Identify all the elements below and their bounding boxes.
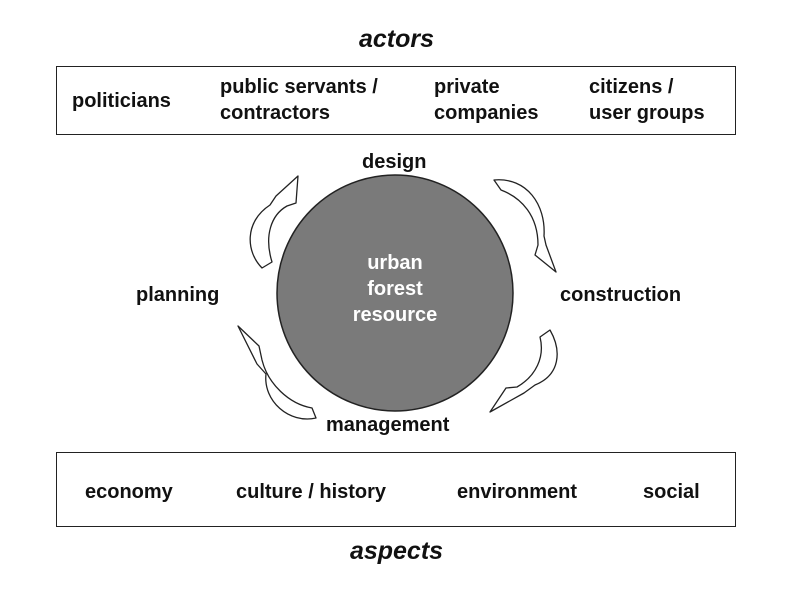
aspects-heading: aspects [349, 537, 444, 565]
stage-planning: planning [136, 284, 220, 306]
center-label-line1: urban [367, 252, 423, 274]
actor-public-servants: public servants / contractors [220, 74, 378, 126]
aspects-box [56, 452, 736, 527]
actor-politicians: politicians [72, 88, 171, 114]
aspect-culture-history: culture / history [236, 481, 387, 503]
actors-box [56, 66, 736, 135]
center-label-line3: resource [352, 304, 438, 326]
actor-label-line2: contractors [220, 102, 331, 124]
actor-label-line1: private [434, 76, 500, 98]
actor-label-line2: user groups [589, 102, 705, 124]
actor-label-line1: public servants / [220, 76, 378, 98]
actor-label-line2: companies [434, 102, 539, 124]
urban-forest-circle [276, 174, 514, 412]
center-label-line2: forest [367, 278, 423, 300]
aspect-economy: economy [85, 481, 173, 503]
arrow-planning-to-design [249, 175, 299, 269]
actor-label: politicians [72, 90, 171, 112]
arrow-management-to-planning [237, 325, 317, 420]
center-label: urban forest resource [320, 250, 470, 328]
actor-citizens: citizens / user groups [589, 74, 705, 126]
actors-heading: actors [358, 25, 435, 53]
actor-label-line1: citizens / [589, 76, 674, 98]
arrow-design-to-construction [493, 179, 557, 273]
stage-design: design [362, 151, 427, 173]
stage-management: management [326, 414, 450, 436]
aspect-environment: environment [457, 481, 578, 503]
stage-construction: construction [560, 284, 682, 306]
actor-private-companies: private companies [434, 74, 538, 126]
arrow-construction-to-management [489, 329, 558, 413]
aspect-social: social [643, 481, 700, 503]
